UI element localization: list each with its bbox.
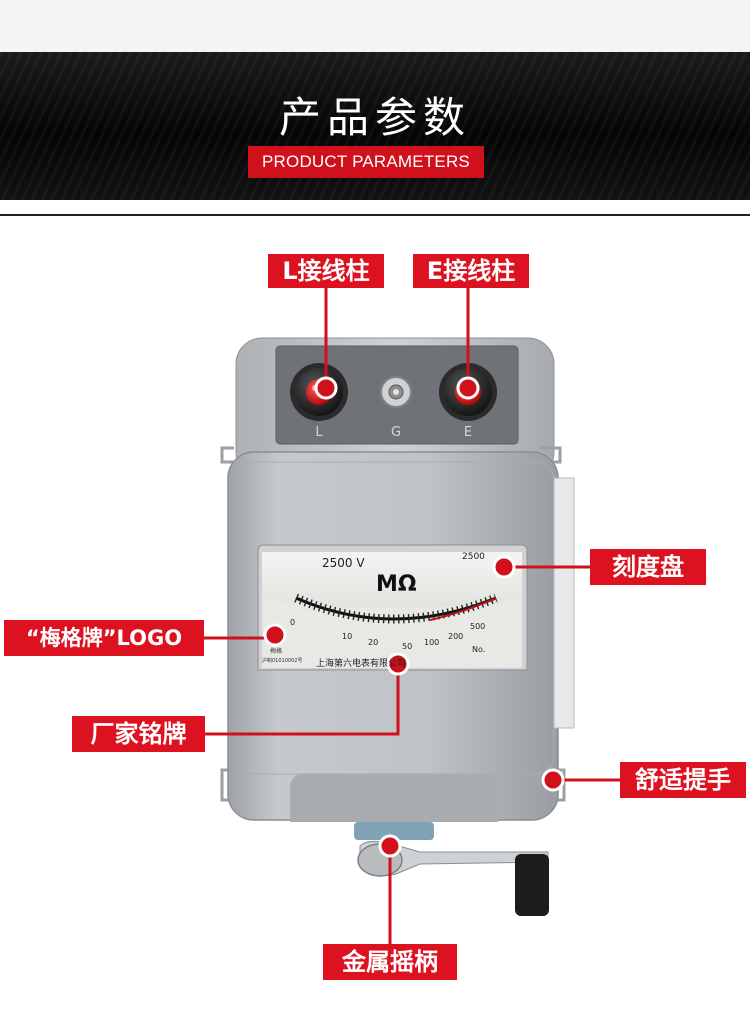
scale-label: 100 <box>424 638 440 647</box>
dial-voltage-label: 2500 V <box>322 556 365 570</box>
scale-label: 500 <box>470 622 486 631</box>
callout-logo: “梅格牌”LOGO <box>4 620 204 656</box>
top-strip <box>0 0 750 52</box>
terminal-label-E: E <box>464 425 472 440</box>
terminal-label-L: L <box>315 425 323 440</box>
callout-dial: 刻度盘 <box>590 549 706 585</box>
dial-scale-labels: 0 10 20 50 100 200 500 <box>290 618 504 651</box>
header-divider <box>0 214 750 216</box>
scale-label: 0 <box>290 618 296 627</box>
callout-crank: 金属摇柄 <box>323 944 457 980</box>
marker-dot-dial <box>492 555 516 579</box>
dial-scale <box>294 593 498 624</box>
dial-window <box>257 544 528 671</box>
marker-dot-handle <box>541 768 565 792</box>
marker-dot-crank <box>378 834 402 858</box>
serial-prefix: No. <box>472 645 486 654</box>
scale-label: 50 <box>402 642 413 651</box>
dial-unit: MΩ <box>376 572 417 597</box>
scale-label: 20 <box>368 638 379 647</box>
page-subtitle-badge: PRODUCT PARAMETERS <box>248 146 484 178</box>
marker-dot-l <box>314 376 338 400</box>
crank-handle <box>354 822 549 916</box>
leader-nameplate <box>205 664 400 736</box>
dial-range-label: 2500 <box>462 552 485 562</box>
brand-small: 梅格 <box>270 648 283 655</box>
marker-dot-nameplate <box>386 652 410 676</box>
callout-nameplate: 厂家铭牌 <box>72 716 205 752</box>
cert-number: 沪制01010002号 <box>262 658 303 664</box>
marker-dot-logo <box>263 623 287 647</box>
terminal-G <box>380 376 412 408</box>
scale-label: 200 <box>448 632 464 641</box>
manufacturer-name: 上海第六电表有限公司 <box>316 659 407 669</box>
terminal-label-G: G <box>391 425 401 440</box>
callout-handle: 舒适提手 <box>620 762 746 798</box>
page-title: 产品参数 <box>278 93 471 142</box>
scale-label: 10 <box>342 632 353 641</box>
callout-l-terminal: L接线柱 <box>268 254 384 288</box>
marker-dot-e <box>456 376 480 400</box>
callout-e-terminal: E接线柱 <box>413 254 529 288</box>
header-banner: 产品参数 PRODUCT PARAMETERS <box>0 52 750 200</box>
